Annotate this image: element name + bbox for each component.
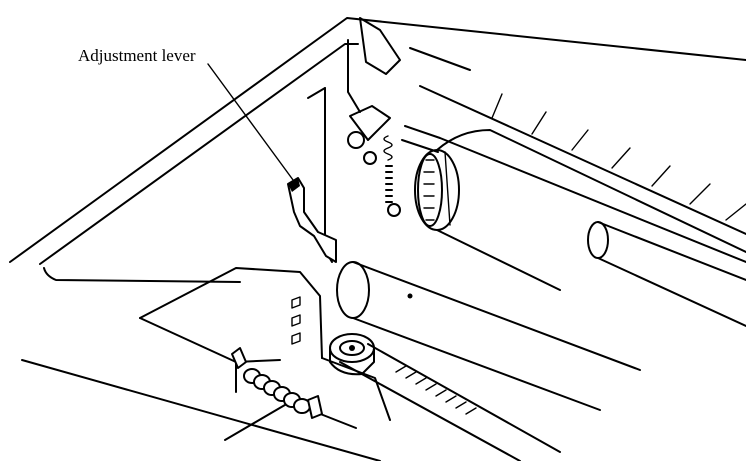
callout-leader-line (207, 63, 297, 185)
side-panel-holes (291, 296, 301, 345)
paper-feed-roller (336, 261, 641, 411)
drive-belt (339, 343, 561, 462)
printer-housing (9, 17, 746, 462)
paper-guide-fingers (359, 17, 746, 235)
adjustment-lever (287, 177, 337, 263)
tension-spring-lower (231, 347, 323, 419)
tension-spring-upper (347, 105, 401, 217)
platen-gear (417, 153, 443, 227)
adjustment-lever-label: Adjustment lever (78, 46, 196, 65)
